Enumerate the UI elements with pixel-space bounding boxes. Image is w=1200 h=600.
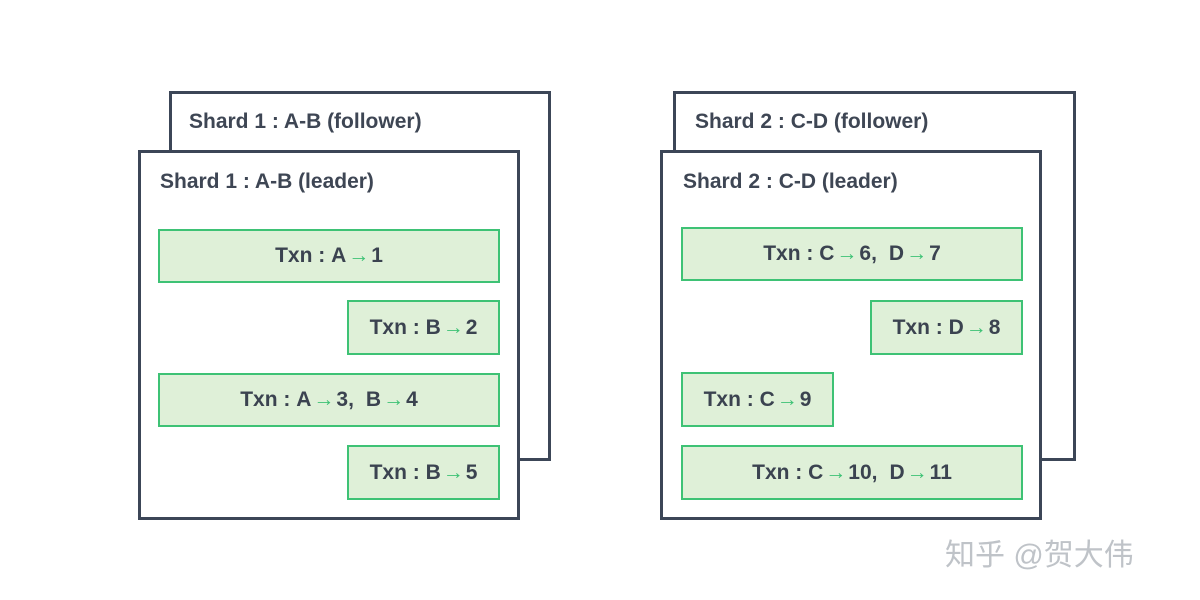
shard-1-leader-title: Shard 1 : A-B (leader) [160, 170, 374, 193]
txn-key: C [759, 387, 775, 411]
txn-value: 3 [336, 388, 349, 411]
write-separator: , [348, 388, 354, 411]
arrow-right-icon: → [442, 315, 464, 339]
txn-value: 8 [988, 315, 1001, 339]
arrow-right-icon: → [348, 244, 370, 267]
arrow-right-icon: → [383, 388, 405, 411]
watermark: 知乎 @贺大伟 [945, 539, 1134, 572]
arrow-right-icon: → [313, 388, 335, 411]
txn-prefix: Txn : [275, 244, 332, 267]
shard-1-txn-1: Txn : A→1 [158, 229, 500, 283]
txn-prefix: Txn : [763, 242, 820, 265]
txn-prefix: Txn : [240, 388, 297, 411]
txn-key: D [888, 242, 905, 265]
txn-key: C [808, 460, 824, 484]
arrow-right-icon: → [776, 387, 798, 411]
shard-1-follower-title: Shard 1 : A-B (follower) [189, 110, 422, 133]
shard-1-txn-3: Txn : A→3,B→4 [158, 373, 500, 427]
arrow-right-icon: → [825, 460, 847, 484]
txn-prefix: Txn : [703, 387, 760, 411]
txn-key: A [296, 388, 312, 411]
txn-key: B [365, 388, 382, 411]
shard-2-txn-4: Txn : C→10,D→11 [681, 445, 1023, 500]
txn-value: 11 [929, 460, 952, 484]
arrow-right-icon: → [906, 242, 928, 265]
txn-key: B [425, 460, 441, 484]
shard-2-leader-title: Shard 2 : C-D (leader) [683, 170, 898, 193]
shard-2-txn-1: Txn : C→6,D→7 [681, 227, 1023, 281]
arrow-right-icon: → [442, 460, 464, 484]
txn-key: B [425, 315, 441, 339]
txn-key: A [331, 244, 347, 267]
txn-key: D [889, 460, 905, 484]
shard-2-txn-2: Txn : D→8 [870, 300, 1023, 355]
txn-prefix: Txn : [752, 460, 809, 484]
txn-value: 5 [465, 460, 478, 484]
txn-value: 9 [799, 387, 812, 411]
txn-key: C [819, 242, 835, 265]
txn-value: 10 [848, 460, 872, 484]
txn-value: 4 [406, 388, 418, 411]
arrow-right-icon: → [906, 460, 928, 484]
arrow-right-icon: → [836, 242, 858, 265]
txn-value: 6 [859, 242, 872, 265]
write-separator: , [871, 460, 878, 484]
txn-value: 1 [371, 244, 383, 267]
arrow-right-icon: → [965, 315, 987, 339]
txn-prefix: Txn : [369, 460, 426, 484]
txn-value: 7 [929, 242, 941, 265]
shard-1-txn-2: Txn : B→2 [347, 300, 500, 355]
shard-2-follower-title: Shard 2 : C-D (follower) [695, 110, 929, 133]
txn-key: D [948, 315, 964, 339]
txn-prefix: Txn : [369, 315, 426, 339]
shard-2-txn-3: Txn : C→9 [681, 372, 834, 427]
txn-value: 2 [465, 315, 478, 339]
write-separator: , [871, 242, 877, 265]
shard-1-txn-4: Txn : B→5 [347, 445, 500, 500]
txn-prefix: Txn : [892, 315, 949, 339]
